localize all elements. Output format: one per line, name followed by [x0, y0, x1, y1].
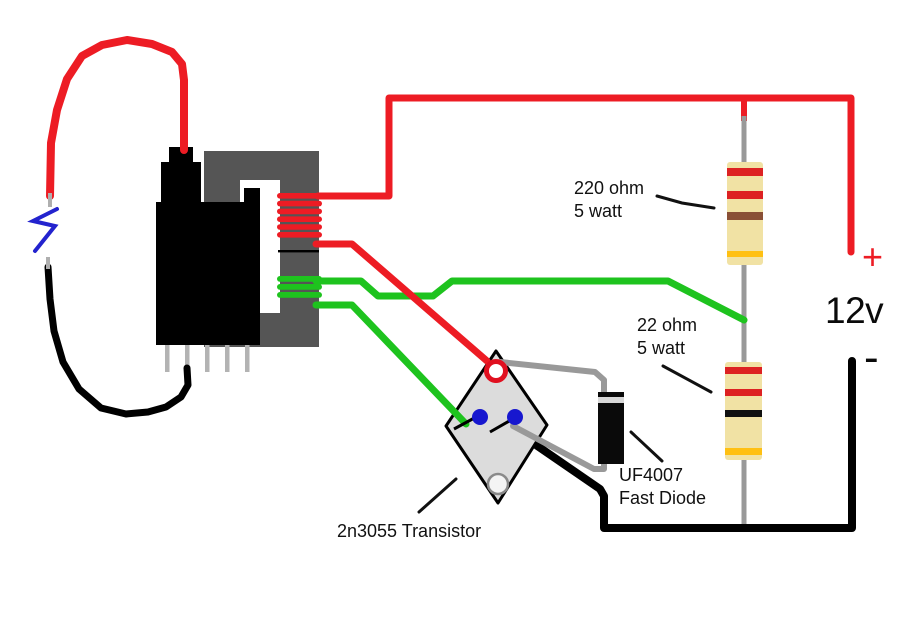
base-drive-red-wire [312, 240, 491, 365]
label-supply-voltage: 12v [825, 290, 884, 331]
label-transistor-part: 2n3055 Transistor [337, 521, 482, 541]
winding-divider-line [278, 250, 319, 253]
primary-winding [277, 193, 322, 238]
diode-uf4007 [598, 392, 624, 464]
band-red-2 [725, 389, 762, 396]
band-gold [725, 448, 762, 455]
pin-2 [185, 345, 190, 372]
flyback-transformer [156, 147, 322, 372]
positive-rail-red-wire [314, 94, 855, 256]
label-diode-desc: Fast Diode [619, 488, 707, 508]
label-resistor-22: 22 ohm 5 watt [637, 314, 697, 360]
transformer-pins [165, 345, 250, 372]
pointer-line-diode [629, 430, 664, 463]
pin-3 [205, 345, 210, 372]
label-resistor-22-value: 22 ohm [637, 315, 698, 335]
plus-sign: + [862, 236, 884, 277]
hv-return-black-wire [44, 263, 192, 418]
pointer-line-22ohm [661, 364, 713, 394]
pin-4 [225, 345, 230, 372]
transformer-body-block [244, 188, 260, 204]
band-black [725, 410, 762, 417]
resistor-220-ohm [727, 162, 763, 265]
band-brown [727, 212, 763, 220]
feedback-wire-to-resistors [312, 277, 748, 324]
band-red-2 [727, 191, 763, 199]
diode-top-gray-wire [497, 359, 607, 397]
minus-sign: - [864, 333, 879, 382]
band-red-1 [727, 168, 763, 176]
transformer-body-tower [161, 162, 201, 204]
label-diode: UF4007 Fast Diode [619, 464, 706, 510]
band-red-1 [725, 367, 762, 374]
resistor-22-ohm [725, 362, 762, 460]
diode-bottom-gray-wire [510, 423, 607, 472]
spark-bolt-icon [27, 207, 59, 253]
pointer-line-220ohm [655, 194, 716, 210]
band-gold [727, 251, 763, 257]
hv-output-red-wire [46, 36, 188, 200]
feedback-winding [277, 276, 322, 298]
red-ring-terminal [484, 359, 508, 383]
terminal-dot-left [472, 409, 488, 425]
label-resistor-22-power: 5 watt [637, 338, 686, 358]
label-resistor-220-power: 5 watt [574, 201, 623, 221]
transformer-body-main [156, 202, 260, 345]
pointer-line-transistor [417, 477, 458, 514]
feedback-wire-to-base [312, 301, 470, 428]
label-resistor-220: 220 ohm 5 watt [574, 177, 644, 223]
terminal-stub-right [489, 418, 512, 434]
transistor-mounting-hole [486, 472, 510, 496]
label-diode-part: UF4007 [619, 465, 684, 485]
pin-5 [245, 345, 250, 372]
cathode-band [598, 397, 624, 403]
ground-black-wire [500, 357, 856, 532]
label-resistor-220-value: 220 ohm [574, 178, 645, 198]
label-transistor: 2n3055 Transistor [337, 520, 481, 543]
terminal-dot-right [507, 409, 523, 425]
pin-1 [165, 345, 170, 372]
